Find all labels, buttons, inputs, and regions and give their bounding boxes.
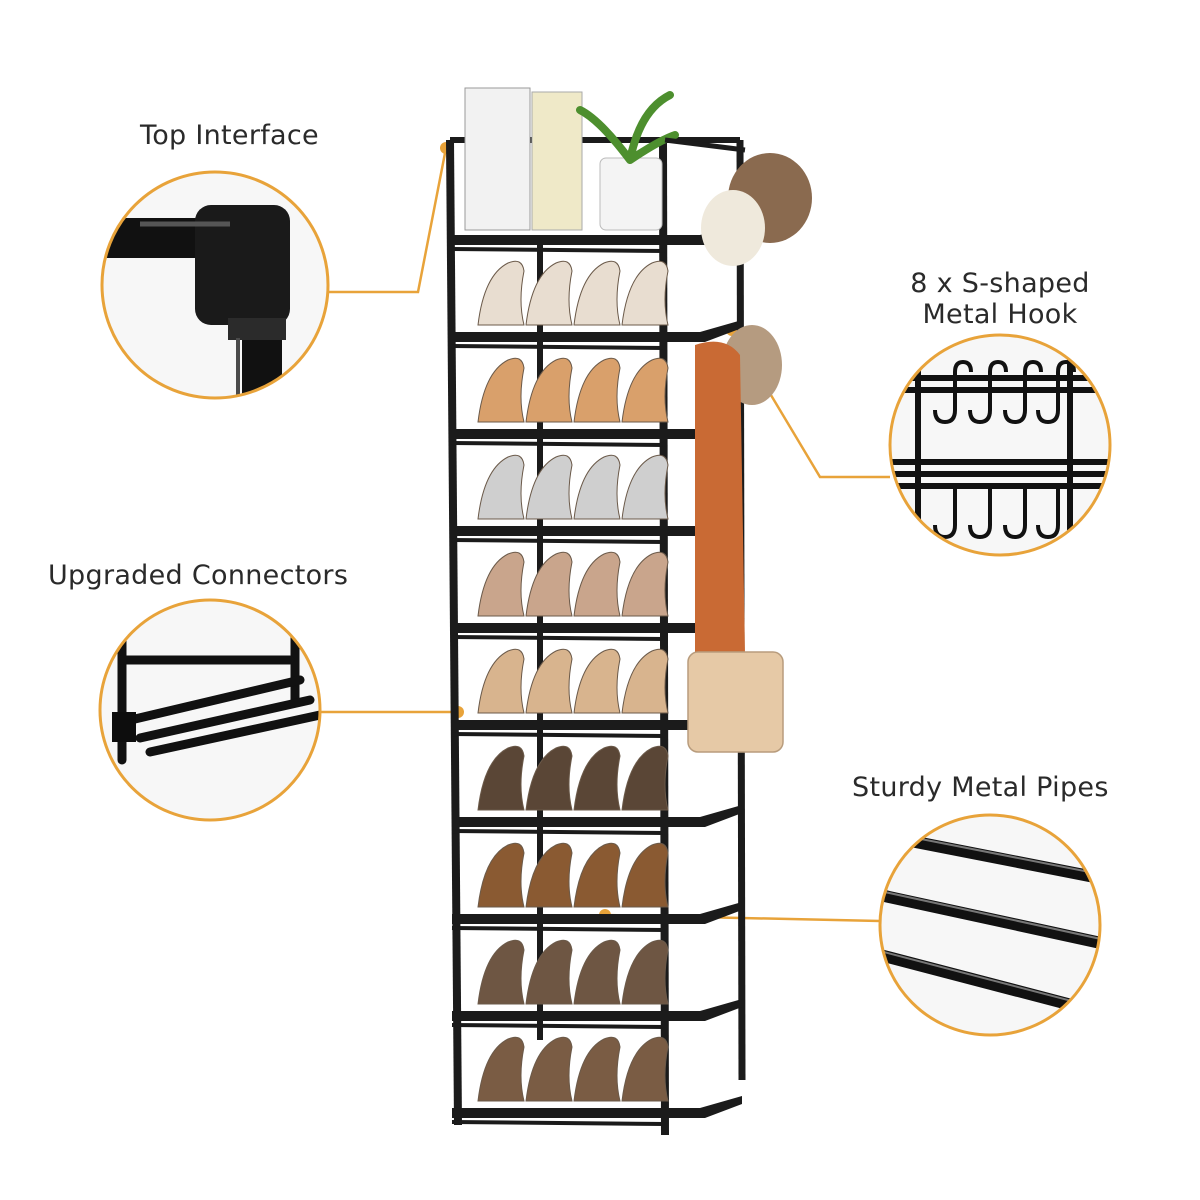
shoe-icon [477,648,525,714]
book-yellow-icon [531,91,583,231]
shoe-icon [477,939,525,1005]
shoe-icon [621,454,669,520]
shoe-icon [525,1036,573,1102]
shoe-icon [573,648,621,714]
rack-shelf-rail [451,635,666,641]
rack-shelf [452,223,742,245]
shoe-icon [573,551,621,617]
rack-shelf-rail [451,344,666,350]
shoe-icon [621,842,669,908]
handbag-icon [687,651,784,753]
shoe-icon [621,260,669,326]
detail-pipes-ring [878,813,1102,1037]
detail-top-interface-ring [100,170,330,400]
plant-leaves-icon [576,91,679,164]
detail-s-hooks-ring [888,333,1112,557]
detail-connectors [100,600,320,820]
shoe-icon [525,842,573,908]
shoe-icon [477,551,525,617]
shoe-icon [477,260,525,326]
detail-s-hooks [890,335,1110,555]
shoe-icon [525,939,573,1005]
label-s-hook: 8 x S-shaped Metal Hook [880,268,1120,330]
shoe-icon [573,260,621,326]
rack-shelf-rail [451,829,666,835]
shoe-icon [525,260,573,326]
rack-shelf [452,805,742,827]
rack-shelf [452,999,742,1021]
shoe-icon [477,842,525,908]
shoe-icon [477,745,525,811]
scarf-icon [695,341,745,678]
rack-shelf-rail [451,926,666,932]
detail-connectors-ring [98,598,322,822]
label-s-hook-line1: 8 x S-shaped [910,268,1090,299]
shoe-icon [573,939,621,1005]
label-upgraded-connectors: Upgraded Connectors [48,560,349,591]
rack-shelf [452,708,742,730]
shoe-icon [525,551,573,617]
shoe-icon [621,745,669,811]
plant-pot-icon [599,157,663,231]
shoe-icon [621,357,669,423]
leader-top-interface [325,147,448,294]
shoe-icon [573,745,621,811]
label-s-hook-line2: Metal Hook [922,299,1078,330]
shoe-icon [525,745,573,811]
rack-shelf-rail [451,1120,666,1126]
shoe-icon [573,357,621,423]
shoe-icon [573,842,621,908]
shoe-icon [477,454,525,520]
shoe-icon [525,357,573,423]
rack-shelf [452,320,742,342]
shoe-icon [621,1036,669,1102]
detail-pipes [880,815,1100,1035]
rack-shelf [452,902,742,924]
rack-shelf-rail [451,247,666,253]
shoe-icon [525,454,573,520]
rack-shelf-rail [451,732,666,738]
rack-shelf [452,1096,742,1118]
hook-bar-top [664,137,746,153]
shoe-icon [621,551,669,617]
rack-shelf [452,514,742,536]
shoe-icon [477,1036,525,1102]
detail-top-interface [102,172,328,398]
shoe-icon [621,939,669,1005]
rack-shelf-rail [451,441,666,447]
rack-shelf-rail [451,538,666,544]
label-top-interface: Top Interface [140,120,319,151]
books-icon [464,87,531,231]
rack-shelf-rail [451,1023,666,1029]
shoe-icon [573,454,621,520]
hat-cream-icon [701,190,765,266]
shoe-icon [525,648,573,714]
shoe-rack [446,87,812,1136]
label-sturdy-pipes: Sturdy Metal Pipes [852,772,1109,803]
shoe-icon [477,357,525,423]
shoe-icon [621,648,669,714]
shoe-icon [573,1036,621,1102]
rack-shelf [452,611,742,633]
rack-shelf [452,417,742,439]
